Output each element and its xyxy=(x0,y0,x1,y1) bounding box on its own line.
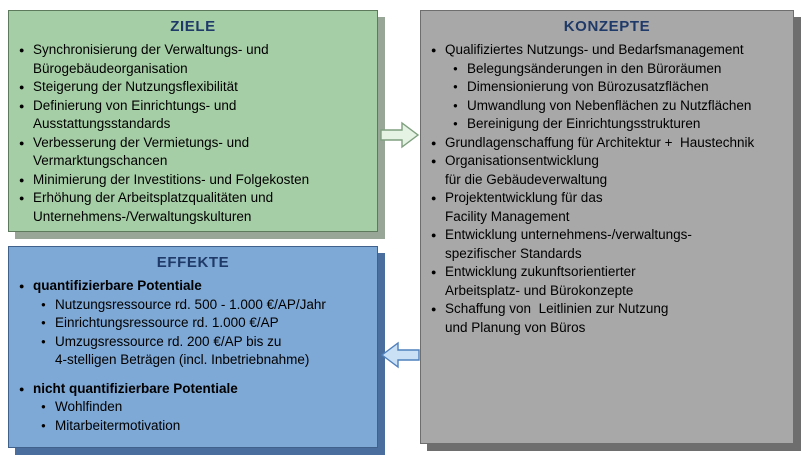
ziele-items: ● Synchronisierung der Verwaltungs- und B… xyxy=(19,41,367,226)
item-text: Umwandlung von Nebenflächen zu Nutzfläch… xyxy=(467,97,752,113)
item-text: Organisationsentwicklung für die Gebäude… xyxy=(445,153,608,187)
item-text: Nutzungsressource rd. 500 - 1.000 €/AP/J… xyxy=(55,296,326,312)
bullet-icon: ● xyxy=(19,45,25,55)
bullet-icon: ● xyxy=(41,420,46,430)
bullet-icon: ● xyxy=(431,267,437,277)
item-text: quantifizierbare Potentiale xyxy=(33,278,202,293)
item-text: Umzugsressource rd. 200 €/AP bis zu 4-st… xyxy=(55,333,310,368)
bullet-icon: ● xyxy=(41,336,46,346)
list-item: ● Einrichtungsressource rd. 1.000 €/AP xyxy=(41,314,367,333)
item-text: Steigerung der Nutzungsflexibilität xyxy=(33,79,238,94)
list-item: ● Nutzungsressource rd. 500 - 1.000 €/AP/… xyxy=(41,296,367,315)
item-text: Bereinigung der Einrichtungsstrukturen xyxy=(467,116,701,131)
list-item: ● Steigerung der Nutzungsflexibilität xyxy=(19,78,367,97)
list-item: ● Organisationsentwicklung für die Gebäud… xyxy=(431,152,783,189)
item-text: Projektentwicklung für das Facility Mana… xyxy=(445,190,603,224)
ziele-title: ZIELE xyxy=(170,18,216,35)
list-item: ● Verbesserung der Vermietungs- und Verma… xyxy=(19,134,367,171)
effekte-box: EFFEKTE ● quantifizierbare Potentiale ● Nut… xyxy=(8,246,378,448)
bullet-icon: ● xyxy=(431,45,437,55)
list-item: ● nicht quantifizierbare Potentiale xyxy=(19,380,367,399)
bullet-icon: ● xyxy=(431,156,437,166)
bullet-icon: ● xyxy=(453,100,458,110)
list-item: ● Definierung von Einrichtungs- und Ausst… xyxy=(19,97,367,134)
bullet-icon: ● xyxy=(41,299,46,309)
bullet-icon: ● xyxy=(19,193,25,203)
list-item: ● Minimierung der Investitions- und Folge… xyxy=(19,171,367,190)
list-item: ● Entwicklung unternehmens-/verwaltungs- … xyxy=(431,226,783,263)
left-arrow-icon xyxy=(380,341,420,369)
bullet-icon: ● xyxy=(431,304,437,314)
item-text: Dimensionierung von Bürozusatzflächen xyxy=(467,79,709,94)
konzepte-title: KONZEPTE xyxy=(563,18,651,35)
bullet-icon: ● xyxy=(41,402,46,411)
list-item: ● Mitarbeitermotivation xyxy=(41,417,367,436)
list-item: ● quantifizierbare Potentiale xyxy=(19,277,367,296)
list-item: ● Belegungsänderungen in den Büroräumen xyxy=(453,60,783,79)
bullet-icon: ● xyxy=(431,193,437,203)
item-text: Definierung von Einrichtungs- und Aussta… xyxy=(33,97,237,132)
item-text: Entwicklung unternehmens-/verwaltungs- s… xyxy=(445,227,692,261)
ziele-box: ZIELE ● Synchronisierung der Verwaltungs-… xyxy=(8,10,378,232)
bullet-icon: ● xyxy=(453,119,458,128)
item-text: Minimierung der Investitions- und Folgek… xyxy=(33,171,310,187)
effekte-items: ● quantifizierbare Potentiale ● Nutzungsres… xyxy=(19,277,367,435)
bullet-icon: ● xyxy=(19,174,25,185)
item-text: Schaffung von Leitlinien zur Nutzung und… xyxy=(445,301,669,335)
bullet-icon: ● xyxy=(19,137,25,148)
list-item: ● Dimensionierung von Bürozusatzflächen xyxy=(453,78,783,97)
bullet-icon: ● xyxy=(19,281,25,291)
item-text: nicht quantifizierbare Potentiale xyxy=(33,380,238,396)
effekte-title: EFFEKTE xyxy=(156,254,230,271)
list-item: ● Projektentwicklung für das Facility Man… xyxy=(431,189,783,226)
list-item: ● Synchronisierung der Verwaltungs- und B… xyxy=(19,41,367,78)
list-item: ● Umwandlung von Nebenflächen zu Nutzfläc… xyxy=(453,97,783,116)
list-item: ● Umzugsressource rd. 200 €/AP bis zu 4-s… xyxy=(41,333,367,370)
bullet-icon: ● xyxy=(431,137,437,148)
item-text: Erhöhung der Arbeitsplatzqualitäten und … xyxy=(33,190,274,224)
right-arrow-icon xyxy=(380,121,420,149)
item-text: Wohlfinden xyxy=(55,399,123,414)
bullet-icon: ● xyxy=(19,82,25,92)
list-item: ● Entwicklung zukunftsorientierter Arbeit… xyxy=(431,263,783,300)
konzepte-items: ● Qualifiziertes Nutzungs- und Bedarfsman… xyxy=(431,41,783,337)
list-item: ● Qualifiziertes Nutzungs- und Bedarfsman… xyxy=(431,41,783,60)
bullet-icon: ● xyxy=(453,63,458,73)
item-text: Belegungsänderungen in den Büroräumen xyxy=(467,60,722,76)
bullet-icon: ● xyxy=(19,383,25,394)
item-text: Grundlagenschaffung für Architektur + Ha… xyxy=(445,134,755,150)
list-item: ● Bereinigung der Einrichtungsstrukturen xyxy=(453,115,783,134)
item-text: Verbesserung der Vermietungs- und Vermar… xyxy=(33,134,250,169)
konzepte-box: KONZEPTE ● Qualifiziertes Nutzungs- und B… xyxy=(420,10,794,444)
bullet-icon: ● xyxy=(431,230,437,240)
item-text: Mitarbeitermotivation xyxy=(55,417,181,433)
item-text: Qualifiziertes Nutzungs- und Bedarfsmana… xyxy=(445,42,744,57)
list-item: ● Grundlagenschaffung für Architektur + H… xyxy=(431,134,783,153)
item-text: Synchronisierung der Verwaltungs- und Bü… xyxy=(33,42,269,76)
list-item: ● Erhöhung der Arbeitsplatzqualitäten und… xyxy=(19,189,367,226)
bullet-icon: ● xyxy=(453,82,458,91)
bullet-icon: ● xyxy=(19,100,25,111)
bullet-icon: ● xyxy=(41,318,46,327)
list-item: ● Wohlfinden xyxy=(41,398,367,417)
item-text: Entwicklung zukunftsorientierter Arbeits… xyxy=(445,264,636,298)
list-item: ● Schaffung von Leitlinien zur Nutzung un… xyxy=(431,300,783,337)
item-text: Einrichtungsressource rd. 1.000 €/AP xyxy=(55,315,279,330)
